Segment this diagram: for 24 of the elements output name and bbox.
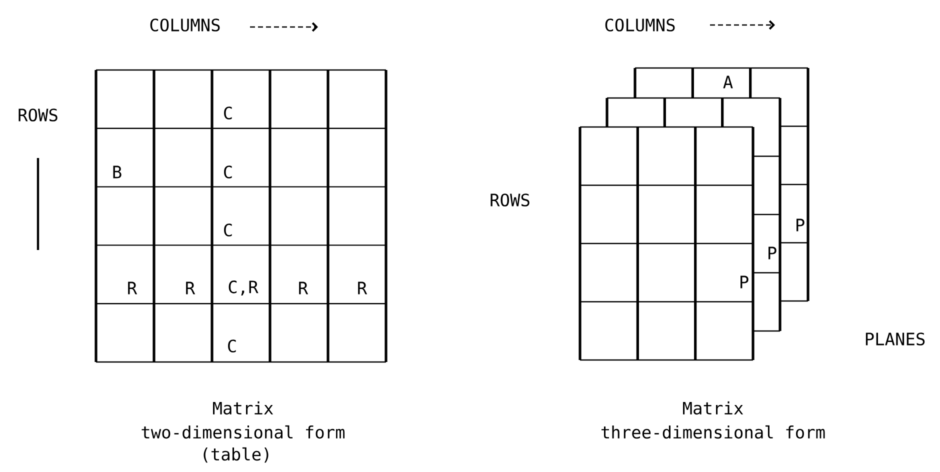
axis-label: COLUMNS bbox=[605, 18, 675, 32]
cell-letter: R bbox=[128, 282, 138, 294]
cell-letter: R bbox=[299, 282, 308, 294]
cell-letter: P bbox=[768, 246, 776, 260]
cell-letter: C bbox=[228, 340, 236, 352]
cell-letter: B bbox=[113, 166, 122, 178]
cell-letter: C bbox=[224, 106, 232, 120]
cell-letter: C bbox=[224, 166, 232, 178]
cell-letter: C,R bbox=[228, 280, 258, 296]
caption: Matrix bbox=[213, 401, 274, 415]
cell-letter: C bbox=[224, 224, 232, 236]
cell-letter: R bbox=[186, 282, 196, 294]
cell-letter: P bbox=[796, 218, 804, 232]
cell-letter: A bbox=[723, 76, 733, 88]
cell-letter: P bbox=[740, 276, 748, 288]
axis-label: ROWS bbox=[18, 108, 58, 122]
axis-label: PLANES bbox=[866, 332, 925, 346]
cell-letter: R bbox=[358, 282, 368, 294]
caption: Matrix bbox=[683, 401, 744, 415]
axis-label: COLUMNS bbox=[150, 18, 220, 32]
axis-label: ROWS bbox=[490, 194, 530, 206]
caption: (table) bbox=[204, 447, 268, 463]
caption: two-dimensional form bbox=[142, 425, 345, 439]
caption: three-dimensional form bbox=[602, 425, 825, 439]
